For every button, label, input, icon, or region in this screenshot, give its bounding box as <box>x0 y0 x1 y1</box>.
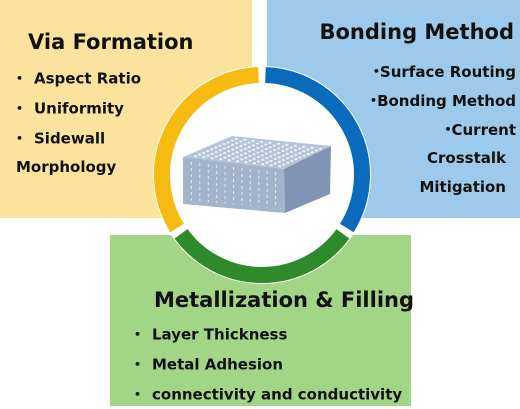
bullet-icon: • <box>134 320 152 350</box>
bonding-method-title: Bonding Method <box>320 20 515 44</box>
bonding-method-panel: Bonding Method •Surface Routing •Bonding… <box>267 0 520 218</box>
list-item: •Uniformity <box>16 94 141 124</box>
list-item: •Metal Adhesion <box>134 350 402 380</box>
list-item: •connectivity and conductivity <box>134 380 402 409</box>
list-item: •Current <box>359 116 516 145</box>
via-hole <box>261 154 264 156</box>
list-item: •Surface Routing <box>359 58 516 87</box>
bullet-icon: • <box>134 380 152 409</box>
bullet-icon: • <box>16 64 34 94</box>
item-label: Mitigation <box>419 178 506 196</box>
via-formation-title: Via Formation <box>28 30 194 54</box>
via-hole <box>256 147 259 149</box>
via-hole <box>261 163 264 165</box>
list-item: •Bonding Method <box>359 87 516 116</box>
via-hole <box>253 158 256 160</box>
via-hole <box>260 141 263 143</box>
list-item: •Layer Thickness <box>134 320 402 350</box>
item-label: connectivity and conductivity <box>152 385 402 403</box>
item-label: Morphology <box>16 158 116 176</box>
via-hole <box>256 143 259 145</box>
via-hole <box>256 152 259 154</box>
list-item-continuation: Mitigation <box>359 173 516 202</box>
item-label: Crosstalk <box>427 149 506 167</box>
bullet-icon: • <box>16 124 34 154</box>
list-item-continuation: Crosstalk <box>359 144 516 173</box>
item-label: Layer Thickness <box>152 325 287 343</box>
metallization-list: •Layer Thickness •Metal Adhesion •connec… <box>134 320 402 409</box>
bullet-icon: • <box>134 350 152 380</box>
item-label: Uniformity <box>34 99 124 117</box>
via-hole <box>252 149 255 151</box>
list-item: •Sidewall <box>16 124 141 154</box>
via-hole <box>261 159 264 161</box>
via-hole <box>260 145 263 147</box>
via-hole <box>252 144 255 146</box>
item-label: Metal Adhesion <box>152 355 283 373</box>
metallization-panel: Metallization & Filling •Layer Thickness… <box>110 235 411 406</box>
via-hole <box>252 153 255 155</box>
item-label: Aspect Ratio <box>34 69 141 87</box>
via-hole <box>252 140 255 142</box>
bullet-icon: • <box>359 87 377 116</box>
via-hole <box>257 156 260 158</box>
item-label: Current <box>451 121 516 139</box>
bullet-icon: • <box>16 94 34 124</box>
bullet-icon: • <box>362 58 380 87</box>
item-label: Surface Routing <box>380 63 516 81</box>
via-formation-panel: Via Formation •Aspect Ratio •Uniformity … <box>0 0 252 218</box>
via-hole <box>257 161 260 163</box>
list-item-continuation: Morphology <box>16 153 141 183</box>
bullet-icon: • <box>433 116 451 145</box>
via-hole <box>261 150 264 152</box>
list-item: •Aspect Ratio <box>16 64 141 94</box>
via-hole <box>253 162 256 164</box>
item-label: Sidewall <box>34 129 105 147</box>
bonding-method-list: •Surface Routing •Bonding Method •Curren… <box>359 58 516 201</box>
metallization-title: Metallization & Filling <box>154 288 414 312</box>
via-formation-list: •Aspect Ratio •Uniformity •Sidewall Morp… <box>16 64 141 183</box>
item-label: Bonding Method <box>377 92 516 110</box>
